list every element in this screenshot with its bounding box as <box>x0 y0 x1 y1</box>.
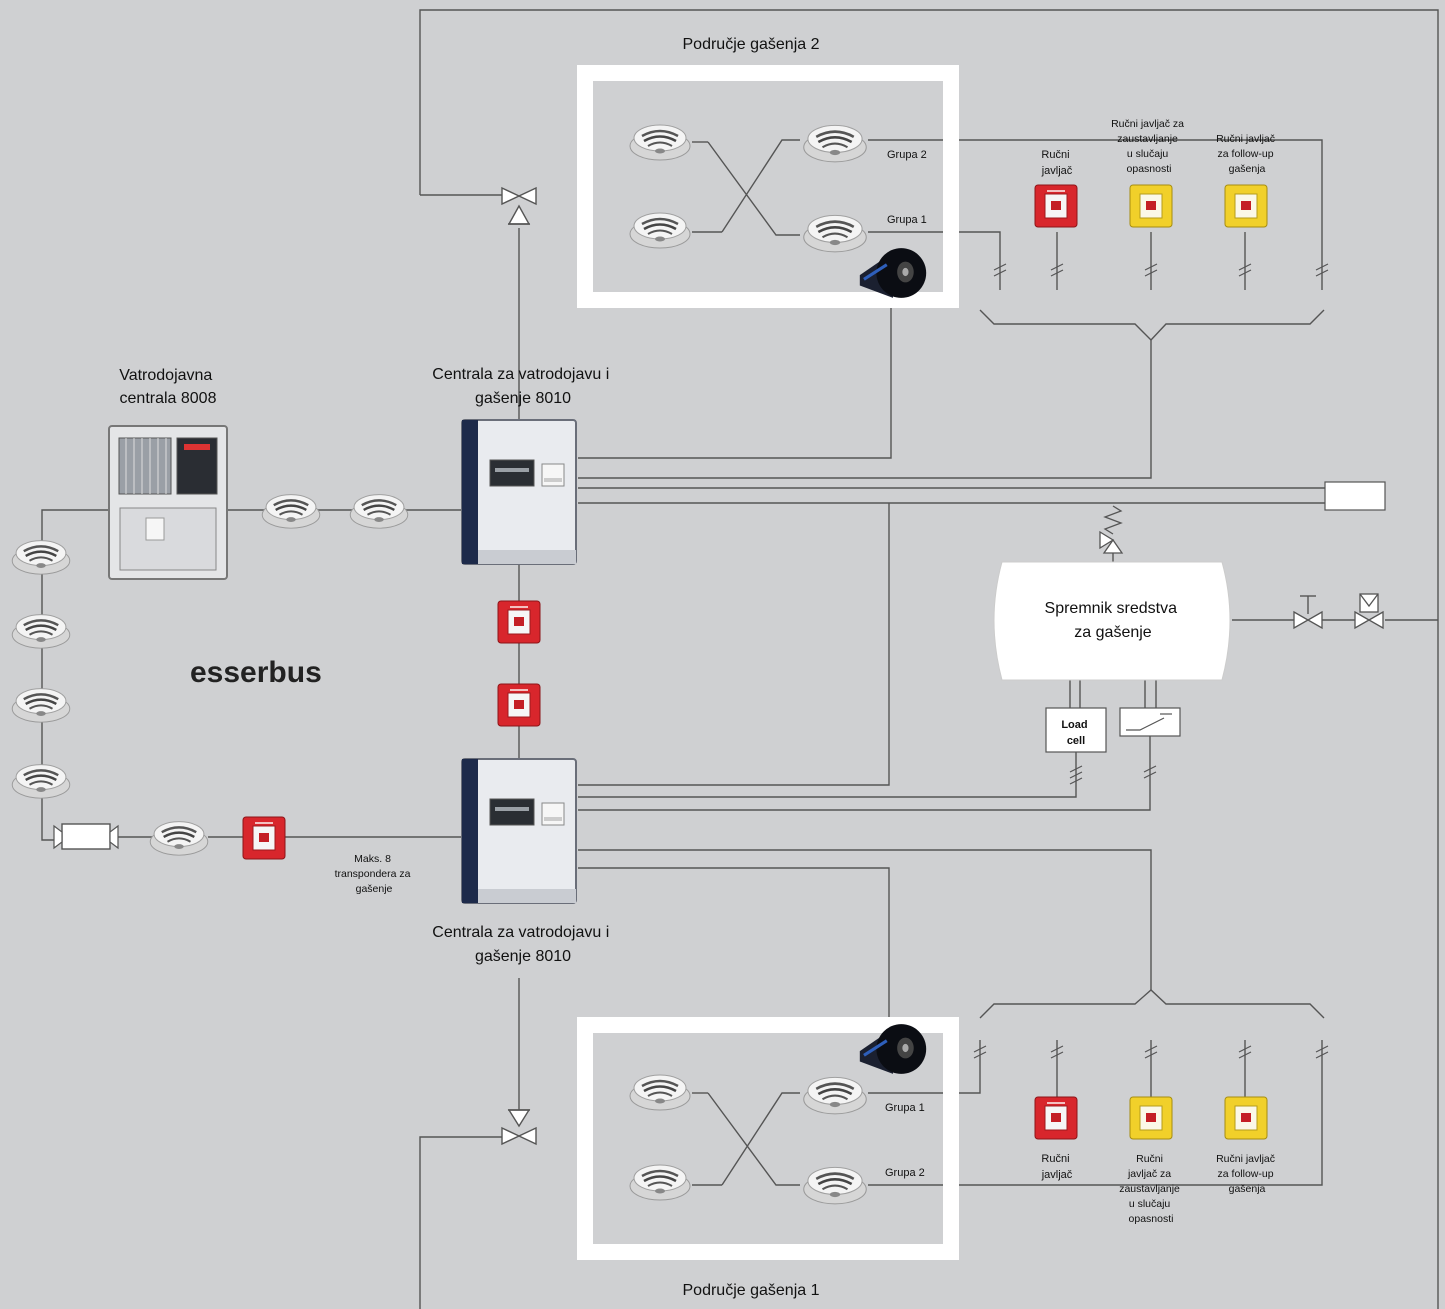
bottom-group-2-label: Grupa 2 <box>885 1167 925 1179</box>
smoke-detector-icon <box>628 1073 692 1112</box>
smoke-detector-icon <box>802 124 868 164</box>
follow-up-call-point-icon <box>1224 1096 1268 1140</box>
bottom-manual-label: Ručni javljač <box>1041 1153 1073 1181</box>
extinguishing-panel-8010-bottom-icon <box>461 758 577 904</box>
top-manual-label: Ručni javljač <box>1041 149 1073 177</box>
bottom-group-1-label: Grupa 1 <box>885 1102 925 1114</box>
shutoff-valve-icon <box>1293 610 1323 630</box>
top-emergency-stop-label: Ručni javljač za zaustavljanje u slučaju… <box>1111 118 1187 175</box>
bottom-follow-up-label: Ručni javljač za follow-up gašenja <box>1216 1153 1278 1195</box>
tank-label: Spremnik sredstva za gašenje <box>1045 600 1182 641</box>
alarm-output-box <box>1324 481 1386 511</box>
follow-up-call-point-icon <box>1224 184 1268 228</box>
smoke-detector-icon <box>261 493 321 530</box>
zone-bottom-title: Područje gašenja 1 <box>683 1282 820 1299</box>
top-group-2-label: Grupa 2 <box>887 149 927 161</box>
smoke-detector-icon <box>11 687 71 724</box>
smoke-detector-icon <box>628 211 692 250</box>
smoke-detector-icon <box>11 613 71 650</box>
load-cell-label: Load cell <box>1061 719 1090 747</box>
load-cell-box: Load cell <box>1045 707 1107 753</box>
solenoid-valve-icon <box>1354 593 1384 630</box>
wiring <box>41 9 1439 1309</box>
fire-panel-label: Vatrodojavna centrala 8008 <box>119 367 217 407</box>
smoke-detector-icon <box>11 763 71 800</box>
smoke-detector-icon <box>11 539 71 576</box>
pressure-relief-icon <box>1099 505 1124 554</box>
ext-panel-top-label: Centrala za vatrodojavu i gašenje 8010 <box>432 366 613 407</box>
manual-call-point-red-icon <box>242 816 286 860</box>
bottom-call-points: Ručni javljač Ručni javljač za zaustavlj… <box>1034 1096 1278 1225</box>
smoke-detector-icon <box>802 1076 868 1116</box>
smoke-detector-icon <box>628 123 692 162</box>
top-call-points: Ručni javljač Ručni javljač za zaustavlj… <box>1034 118 1278 228</box>
extinguishing-panel-8010-top-icon <box>461 419 577 565</box>
cable-tick-marks <box>973 263 1329 1059</box>
manual-call-point-red-icon <box>1034 184 1078 228</box>
agent-tank <box>993 561 1231 681</box>
smoke-detector-icon <box>349 493 409 530</box>
esserbus-label: esserbus <box>190 656 322 689</box>
zone-top-title: Područje gašenja 2 <box>683 36 820 53</box>
top-group-1-label: Grupa 1 <box>887 214 927 226</box>
zone-top-frame <box>577 65 959 308</box>
emergency-stop-call-point-icon <box>1129 184 1173 228</box>
smoke-detector-icon <box>802 1166 868 1206</box>
linear-detector-icon <box>53 823 119 850</box>
pressure-switch-box <box>1119 707 1181 737</box>
bottom-emergency-stop-label: Ručni javljač za zaustavljanje u slučaju… <box>1119 1153 1183 1225</box>
transponder-note: Maks. 8 transpondera za gašenje <box>335 853 414 895</box>
zone-bottom-frame <box>577 1017 959 1260</box>
manual-call-point-red-icon <box>1034 1096 1078 1140</box>
fire-alarm-panel-8008-icon <box>108 425 228 580</box>
zone-valve-bottom-icon <box>501 1109 537 1146</box>
ext-panel-bottom-label: Centrala za vatrodojavu i gašenje 8010 <box>432 924 613 965</box>
smoke-detector-icon <box>802 214 868 254</box>
manual-call-point-red-icon <box>497 600 541 644</box>
smoke-detector-icon <box>149 820 209 857</box>
siren-horn-icon <box>858 246 928 300</box>
wire-top-loop <box>419 9 1439 1309</box>
zone-valve-top-icon <box>501 186 537 225</box>
top-follow-up-label: Ručni javljač za follow-up gašenja <box>1216 133 1278 175</box>
emergency-stop-call-point-icon <box>1129 1096 1173 1140</box>
manual-call-point-red-icon <box>497 683 541 727</box>
smoke-detector-icon <box>628 1163 692 1202</box>
